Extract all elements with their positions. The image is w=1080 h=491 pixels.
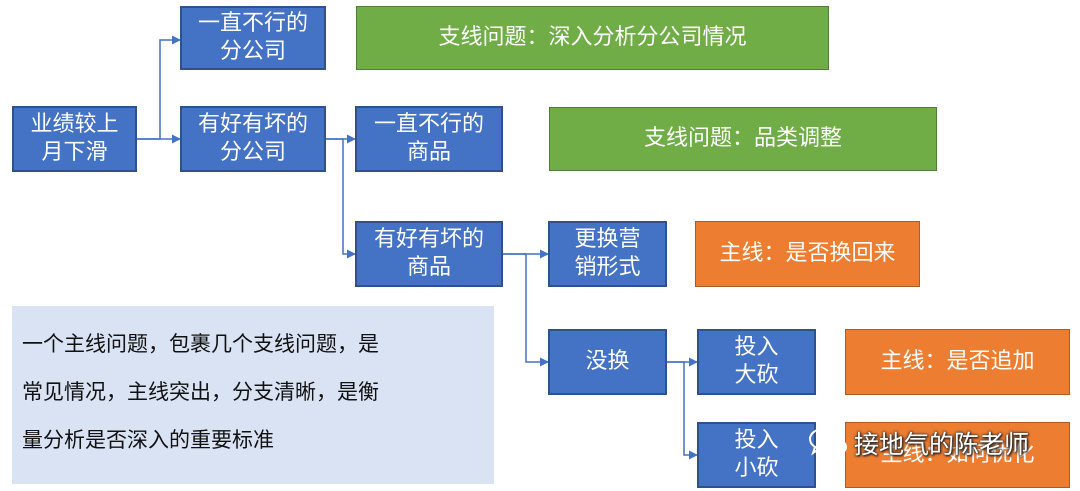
summary-note-line-1: 一个主线问题，包裹几个支线问题，是 [22, 332, 379, 356]
summary-note-line-3: 量分析是否深入的重要标准 [22, 428, 274, 452]
watermark-text: 接地气的陈老师 [854, 430, 1030, 459]
node-root: 业绩较上 月下滑 [12, 106, 137, 172]
node-root-label: 业绩较上 月下滑 [30, 112, 119, 165]
node-branch-bad: 一直不行的 分公司 [180, 6, 326, 70]
label-sub-category-adjust-text: 支线问题：品类调整 [643, 126, 842, 151]
node-no-change: 没换 [548, 329, 667, 395]
label-main-switch-back-text: 主线：是否换回来 [719, 241, 896, 266]
node-branch-mixed: 有好有坏的 分公司 [180, 106, 326, 172]
node-goods-bad: 一直不行的 商品 [355, 106, 503, 172]
connector-goods-to-nochange [503, 253, 549, 367]
node-small-cut: 投入 小砍 [697, 422, 816, 488]
connector-mixed-to-goods-mixed [326, 138, 356, 259]
node-goods-mixed: 有好有坏的 商品 [355, 221, 503, 287]
label-main-optimize-text: 主线：如何优化 [880, 442, 1035, 467]
label-sub-branch-analysis-text: 支线问题：深入分析分公司情况 [438, 25, 747, 50]
wechat-icon [809, 428, 847, 460]
node-small-cut-label: 投入 小砍 [734, 428, 779, 481]
node-branch-mixed-label: 有好有坏的 分公司 [197, 112, 308, 165]
node-change-form-label: 更换营 销形式 [574, 227, 641, 280]
node-big-cut: 投入 大砍 [697, 329, 816, 395]
node-branch-bad-label: 一直不行的 分公司 [197, 11, 308, 64]
label-sub-category-adjust: 支线问题：品类调整 [549, 107, 937, 171]
summary-note: 一个主线问题，包裹几个支线问题，是 常见情况，主线突出，分支清晰，是衡 量分析是… [12, 306, 494, 484]
watermark: 接地气的陈老师 [808, 423, 1029, 463]
node-big-cut-label: 投入 大砍 [734, 335, 779, 388]
label-main-add-more: 主线：是否追加 [845, 329, 1070, 395]
label-main-optimize: 主线：如何优化 [845, 422, 1070, 488]
summary-note-line-2: 常见情况，主线突出，分支清晰，是衡 [22, 380, 379, 404]
node-no-change-label: 没换 [585, 349, 630, 374]
label-sub-branch-analysis: 支线问题：深入分析分公司情况 [356, 6, 829, 70]
node-change-form: 更换营 销形式 [548, 221, 667, 287]
node-goods-mixed-label: 有好有坏的 商品 [373, 227, 484, 280]
label-main-switch-back: 主线：是否换回来 [695, 221, 920, 287]
connector-root-to-bad [137, 35, 181, 140]
connector-nochange-to-smallcut [667, 361, 698, 460]
node-goods-bad-label: 一直不行的 商品 [373, 112, 484, 165]
label-main-add-more-text: 主线：是否追加 [880, 349, 1035, 374]
